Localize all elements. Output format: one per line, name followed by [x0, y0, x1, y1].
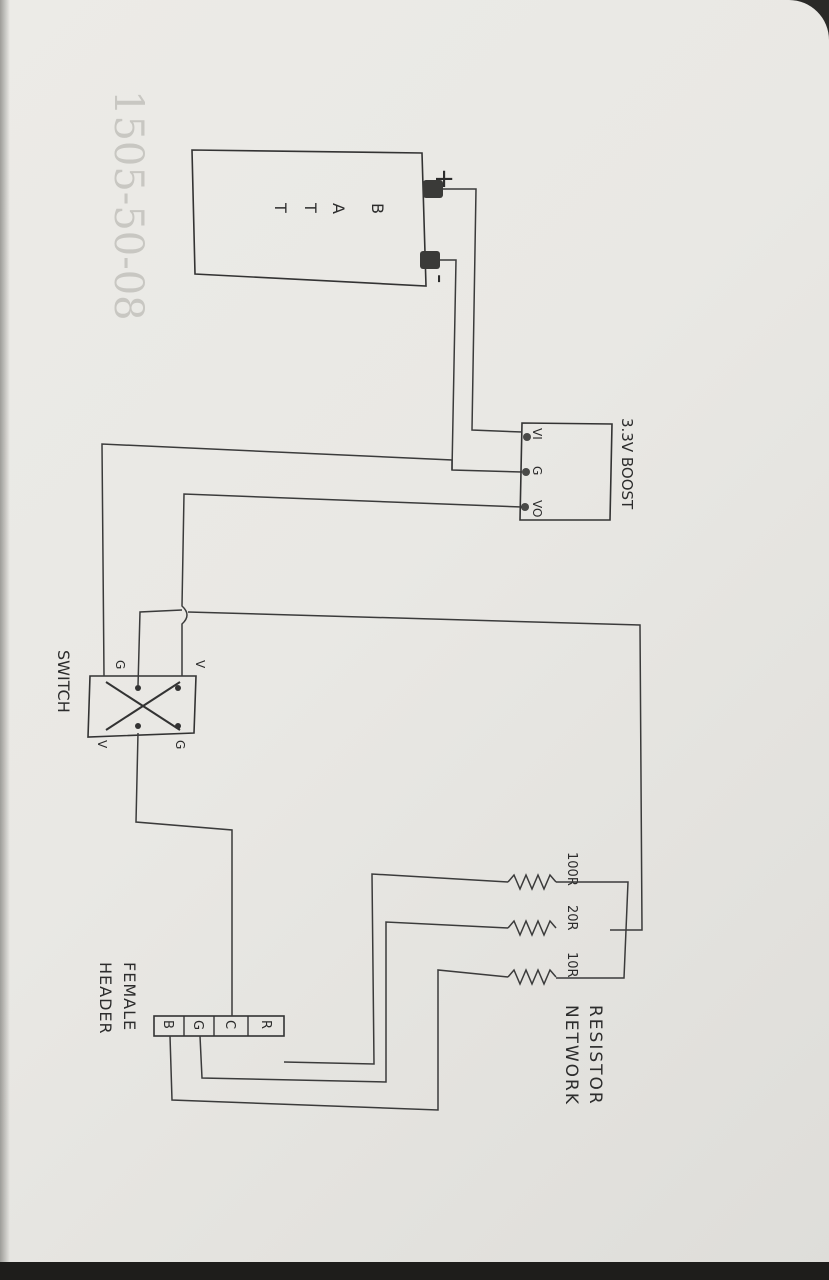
battery-letter: B [368, 203, 387, 214]
resistor-10r [507, 968, 557, 986]
boost-pin-label: VO [530, 500, 544, 517]
boost-pin-vo-dot [521, 503, 529, 511]
switch-contact [175, 723, 181, 729]
battery: + - B A T T [191, 149, 459, 287]
battery-minus-label: - [425, 274, 455, 283]
header-pin-label: B [160, 1020, 175, 1029]
wires [101, 188, 643, 1111]
boost-pin-vi-dot [523, 433, 531, 441]
switch: G V V G SWITCH [54, 650, 207, 749]
notebook-spiral [0, 1262, 829, 1280]
page-shadow [0, 0, 10, 1280]
switch-contact [135, 723, 141, 729]
battery-letter: T [301, 202, 320, 213]
resistor-network-title-line1: RESISTOR [585, 1005, 605, 1106]
resistor-network: 100R 20R 10R RESISTOR NETWORK [507, 852, 605, 1106]
switch-pin-label: G [113, 660, 127, 669]
boost-pin-g-dot [522, 468, 530, 476]
header-pin-label: C [222, 1020, 237, 1029]
wire-battery-plus-to-vi [443, 188, 523, 433]
wire-switch-loop [137, 609, 183, 687]
battery-letter: T [271, 202, 290, 213]
switch-body [87, 675, 197, 738]
resistor-100r [507, 873, 557, 891]
wire-vo-to-switch [181, 493, 523, 676]
switch-pin-label: V [193, 660, 207, 669]
battery-letter: A [329, 203, 348, 214]
switch-contact [135, 685, 141, 691]
resistor-value-label: 100R [564, 852, 579, 886]
female-header-title-line1: FEMALE [120, 962, 139, 1031]
boost-pin-label: VI [530, 428, 544, 440]
header-pin-label: R [258, 1020, 273, 1029]
wire-g-to-switch [101, 443, 453, 677]
switch-pin-label: G [173, 740, 187, 749]
battery-plus-terminal [423, 180, 443, 198]
female-header-title-line2: HEADER [96, 962, 115, 1035]
boost-pin-label: G [530, 466, 544, 475]
battery-plus-label: + [429, 168, 459, 190]
resistor-network-title-line2: NETWORK [561, 1005, 581, 1106]
resistor-20r [507, 919, 557, 937]
battery-body [191, 149, 427, 287]
wire-resistor-bus [556, 881, 629, 979]
header-pin-label: G [190, 1020, 205, 1030]
switch-contact [175, 685, 181, 691]
header-body [153, 1015, 285, 1037]
wire-switch-to-header-c [135, 732, 233, 1016]
female-header: B G C R FEMALE HEADER [96, 962, 285, 1037]
wire-20r-to-header-g [199, 921, 509, 1083]
resistor-value-label: 10R [564, 952, 579, 978]
switch-pin-label: V [95, 740, 109, 749]
boost-module: VI G VO 3.3V BOOST [519, 418, 636, 521]
battery-minus-terminal [420, 251, 440, 269]
boost-body [519, 422, 613, 521]
faint-date-text: 1505-50-08 [105, 90, 151, 321]
wire-10r-to-header-b [169, 969, 509, 1111]
boost-title: 3.3V BOOST [618, 418, 636, 510]
resistor-value-label: 20R [564, 905, 579, 931]
switch-cross-line [105, 681, 181, 731]
wire-100r-to-header-r [283, 873, 509, 1065]
switch-title: SWITCH [54, 650, 73, 713]
wire-battery-minus-to-g [440, 259, 523, 473]
